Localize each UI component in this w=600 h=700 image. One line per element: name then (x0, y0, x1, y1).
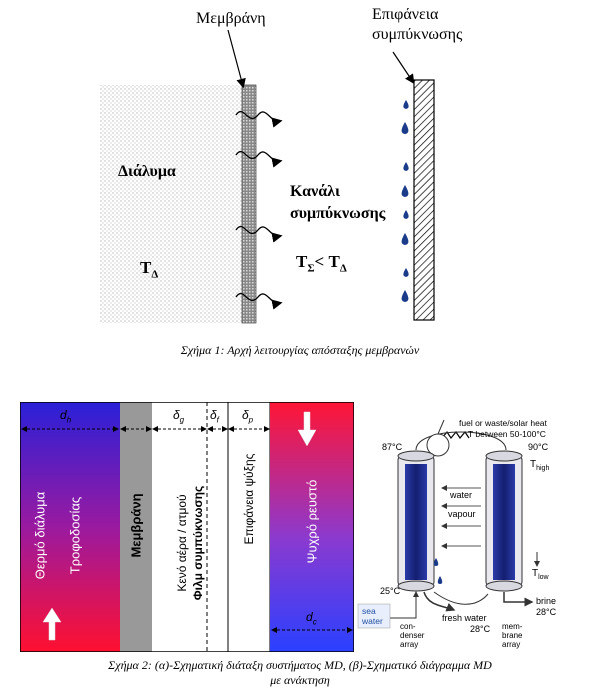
condenser-label-line2: denser (400, 631, 425, 640)
fresh-water-outflow (423, 591, 456, 612)
delta-p-label: δp (242, 408, 254, 425)
t-high-label: Thigh (530, 459, 550, 472)
membrane-array-line2: brane (502, 631, 523, 640)
surface-pointer (392, 51, 415, 84)
figure-2-caption-line2: με ανάκτηση (270, 673, 330, 687)
channel-label-line1: Κανάλι (290, 183, 340, 200)
vapour-arrow (235, 292, 283, 310)
membrane-region (120, 402, 152, 652)
rel-delta: Δ (339, 262, 347, 275)
membrane-array-line1: mem- (502, 622, 523, 631)
figure-2a: dh δg δf δp dc Θερμό διάλυμα Τροφοδοσίας… (20, 402, 354, 652)
droplet (401, 122, 409, 134)
vapour-arrows (235, 110, 283, 310)
brine-temp: 28°C (536, 607, 557, 617)
hot-flow-up-arrow (42, 607, 62, 641)
gap-label-line1: Κενό αέρα / ατμού (175, 494, 189, 592)
membrane-pointer (227, 29, 246, 89)
vapour-arrow (235, 110, 283, 128)
figure-2b: fuel or waste/solar heat T between 50-10… (356, 408, 600, 658)
droplet (403, 162, 409, 171)
fresh-water-temp: 28°C (470, 624, 491, 634)
membrane-array-line3: array (502, 640, 521, 649)
droplet (401, 185, 409, 197)
condenser-label-line3: array (400, 640, 419, 649)
heat-source-line2: T between 50-100°C (468, 429, 546, 439)
solution-region (100, 85, 242, 323)
figure-1-caption: Σχήμα 1: Αρχή λειτουργίας απόσταξης μεμβ… (180, 343, 420, 357)
figure-1: Μεμβράνη Επιφάνεια συμπύκνωσης Διάλυμα Κ… (100, 6, 463, 357)
delta-f-label: δf (210, 408, 219, 425)
t-delta-sub: Δ (151, 268, 159, 281)
vapour-arrow (235, 150, 283, 168)
top-loop (415, 431, 507, 451)
membrane-label: Μεμβράνη (196, 10, 266, 27)
heat-source-line1: fuel or waste/solar heat (459, 418, 547, 428)
cold-flow-down-arrow (297, 411, 317, 447)
gap-region (152, 402, 228, 652)
brine-label: brine (536, 596, 557, 606)
channel-label-line2: συμπύκνωσης (290, 205, 386, 222)
brine-outflow (503, 592, 534, 607)
d-h-label: dh (60, 408, 72, 425)
surface-label-line1: Επιφάνεια (372, 6, 439, 23)
hot-feed-label-line1: Θερμό διάλυμα (32, 491, 48, 580)
droplet (403, 210, 409, 219)
surface-label-line2: συμπύκνωσης (372, 26, 463, 43)
membrane-vertical-label: Μεμβράνη (128, 493, 144, 558)
hot-feed-label-line2: Τροφοδοσίας (67, 496, 83, 575)
temp-87: 87°C (382, 442, 403, 452)
vapour-flow-arrows (441, 485, 481, 549)
delta-g-label: δg (173, 408, 185, 425)
condenser-label-line1: con- (400, 622, 416, 631)
figure-1-graphics (100, 29, 435, 324)
droplet (403, 100, 409, 109)
rel-t: T (296, 252, 308, 271)
temp-25: 25°C (380, 586, 401, 596)
droplet (401, 290, 409, 302)
product-droplets (433, 558, 443, 584)
gap-label-line2: Φιλμ συμπύκνωσης (191, 485, 205, 601)
d-c-label: dc (306, 610, 317, 627)
condensate-droplets (401, 100, 409, 302)
rel-sigma: Σ (307, 262, 315, 275)
vapour-label: vapour (448, 509, 476, 519)
loop-bottom (433, 591, 489, 605)
droplet (403, 268, 409, 277)
figure-2a-graphics (20, 402, 354, 652)
membrane-strip (241, 84, 257, 324)
hot-feed-region (20, 402, 120, 652)
t-low-label: Tlow (532, 568, 549, 581)
figure-2-caption-line1: Σχήμα 2: (α)-Σχηματική διάταξη συστήματο… (108, 658, 492, 672)
condenser-tube-inner (405, 464, 427, 580)
t-delta-label: TΔ (140, 258, 158, 280)
water-label: water (450, 490, 473, 500)
cold-fluid-region (270, 402, 354, 652)
droplet (401, 233, 409, 245)
fresh-water-label: fresh water (442, 613, 487, 623)
sea-water-box (357, 603, 391, 629)
sea-water-label-line1: sea (362, 606, 376, 616)
t-delta-main: T (140, 258, 152, 277)
rel-mid: < T (314, 252, 340, 271)
sea-water-label-line2: water (362, 616, 383, 626)
membrane-tube-inner (493, 464, 515, 580)
solution-label: Διάλυμα (118, 163, 176, 180)
temp-90: 90°C (528, 442, 549, 452)
vapour-arrow (235, 225, 283, 243)
cold-fluid-label: Ψυχρό ρευστό (304, 479, 320, 564)
temperature-relation: TΣ< TΔ (296, 252, 347, 274)
cooling-surface-label: Επιφάνεια ψύξης (242, 453, 256, 545)
sea-water-inflow (378, 591, 419, 619)
figure-2b-graphics (357, 419, 540, 629)
condensation-surface (413, 79, 435, 321)
